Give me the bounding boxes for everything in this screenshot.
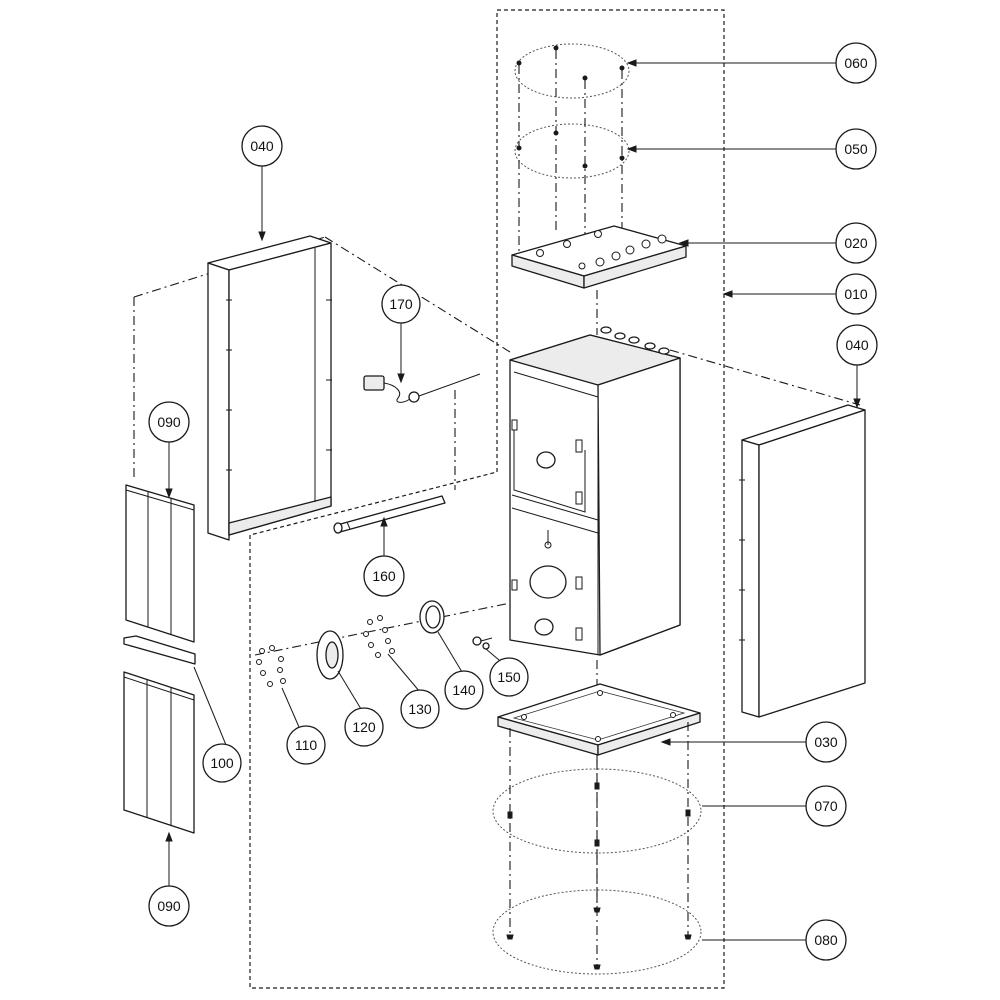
callout-050-label: 050 — [844, 141, 868, 157]
callout-110: 110 — [286, 725, 326, 765]
callout-120: 120 — [344, 707, 384, 747]
callout-130-label: 130 — [408, 701, 432, 717]
callout-140-label: 140 — [452, 682, 476, 698]
flange-120-part — [316, 630, 344, 680]
sensor-cable-part — [363, 373, 481, 403]
foot-080-icon — [506, 907, 692, 970]
callout-160-label: 160 — [372, 568, 396, 584]
callout-090-top: 090 — [148, 401, 190, 443]
left-side-panel-part — [207, 235, 332, 541]
base-plate-part — [497, 683, 701, 756]
callout-010: 010 — [835, 273, 877, 315]
callout-080: 080 — [805, 919, 847, 961]
front-panel-upper-part — [125, 484, 195, 643]
callout-060: 060 — [835, 42, 877, 84]
callout-100-label: 100 — [210, 755, 234, 771]
top-plate-part — [511, 225, 687, 289]
feet-group — [492, 722, 702, 975]
callout-060-label: 060 — [844, 55, 868, 71]
callout-040-right-label: 040 — [845, 337, 869, 353]
callout-130: 130 — [400, 689, 440, 729]
callout-080-label: 080 — [814, 932, 838, 948]
callout-030-label: 030 — [814, 734, 838, 750]
callout-170: 170 — [381, 284, 421, 324]
callout-120-label: 120 — [352, 719, 376, 735]
main-tank-body-part — [509, 326, 681, 656]
callout-150: 150 — [489, 657, 529, 697]
callout-090-bottom-label: 090 — [157, 898, 181, 914]
callout-090-bottom: 090 — [148, 885, 190, 927]
pipe-fittings-icon — [600, 326, 670, 355]
bolts-130-icon — [363, 615, 395, 658]
callout-040-right: 040 — [836, 324, 878, 366]
callout-150-label: 150 — [497, 669, 521, 685]
callout-160: 160 — [363, 555, 405, 597]
leader-lines — [168, 62, 858, 941]
callout-050: 050 — [835, 128, 877, 170]
valve-150-part — [472, 636, 493, 650]
callout-070: 070 — [805, 785, 847, 827]
washer-050-icon — [516, 130, 625, 169]
callout-140: 140 — [444, 670, 484, 710]
screw-060-icon — [516, 45, 625, 87]
callout-090-top-label: 090 — [157, 414, 181, 430]
assembly-boundary — [249, 9, 725, 989]
bushing-070-icon — [507, 782, 691, 847]
nuts-110-icon — [256, 645, 286, 687]
callout-100: 100 — [202, 743, 242, 783]
leader-arrowheads — [165, 59, 861, 842]
callout-020-label: 020 — [844, 235, 868, 251]
callout-030: 030 — [805, 721, 847, 763]
anode-pipe-part — [333, 495, 446, 534]
callout-040-left-label: 040 — [250, 138, 274, 154]
callout-040-left: 040 — [241, 125, 283, 167]
callout-170-label: 170 — [389, 296, 413, 312]
callout-020: 020 — [835, 222, 877, 264]
right-side-panel-part — [739, 404, 866, 718]
trim-strip-part — [123, 635, 196, 665]
front-panel-lower-part — [123, 671, 195, 834]
callout-110-label: 110 — [295, 737, 318, 753]
top-screws-group — [514, 43, 630, 255]
callout-070-label: 070 — [814, 798, 838, 814]
gasket-140-part — [419, 600, 445, 634]
callout-010-label: 010 — [844, 286, 868, 302]
